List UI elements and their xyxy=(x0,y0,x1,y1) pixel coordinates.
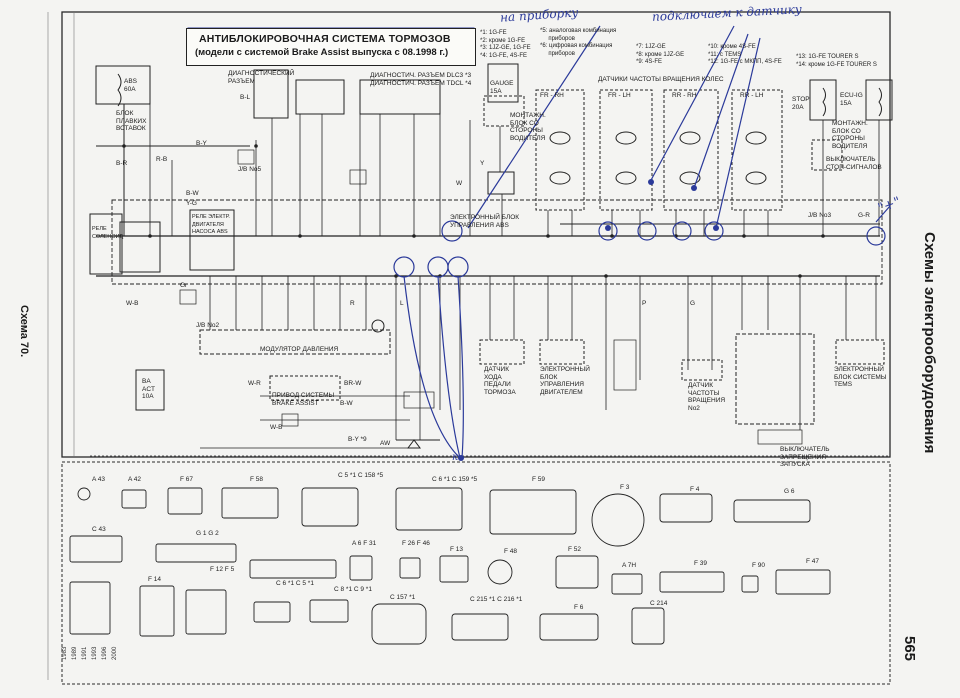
conn-code-f90: F 90 xyxy=(752,562,766,569)
tems-ecu-label: ЭЛЕКТРОННЫЙ БЛОК СИСТЕМЫ TEMS xyxy=(834,366,887,388)
conn-code-c214: C 214 xyxy=(650,600,668,607)
ground-mark-4: B-Y *9 xyxy=(348,436,367,443)
fr-rh-label: FR - RH xyxy=(540,92,564,99)
jb5-label: J/B No5 xyxy=(238,166,262,173)
wire-label-15: Y xyxy=(480,160,485,167)
margin-stamp-4: 1993 xyxy=(92,646,98,660)
footnote-col-3: *7: 1JZ-GE *8: кроме 1JZ-GE *9: 4S-FE xyxy=(636,44,685,65)
wire-label-5: R-B xyxy=(156,156,168,163)
conn-code-a7h: A 7H xyxy=(622,562,637,569)
ground-mark-1: AW xyxy=(380,440,391,447)
wire-label-1: B-Y xyxy=(196,140,207,147)
stop-switch-label: ВЫКЛЮЧАТЕЛЬ СТОП-СИГНАЛОВ xyxy=(826,156,882,171)
abs-ecu-label: ЭЛЕКТРОННЫЙ БЛОК УПРАВЛЕНИЯ ABS xyxy=(450,214,520,229)
conn-code-f3: F 3 xyxy=(620,484,630,491)
margin-stamp-5: 1996 xyxy=(102,646,108,660)
ecu-ig-fuse-label: ECU-IG 15A xyxy=(840,92,863,107)
wheel-sensors-label: ДАТЧИКИ ЧАСТОТЫ ВРАЩЕНИЯ КОЛЕС xyxy=(598,76,724,83)
wire-label-2: B-W xyxy=(186,190,199,197)
conn-code-f47: F 47 xyxy=(806,558,820,565)
conn-code-f48: F 48 xyxy=(504,548,518,555)
conn-code-f67: F 67 xyxy=(180,476,194,483)
fuse-abs-label: ABS 60A xyxy=(124,78,138,93)
diag-connector-label: ДИАГНОСТИЧЕСКИЙ РАЗЪЕМ xyxy=(228,70,295,85)
rr-lh-label: RR - LH xyxy=(740,92,764,99)
stop-fuse-label: STOP 20A xyxy=(792,96,810,111)
margin-stamp-1: 1983 xyxy=(62,646,68,660)
ground-mark-3: B-W xyxy=(340,400,353,407)
pressure-modulator-label: МОДУЛЯТОР ДАВЛЕНИЯ xyxy=(260,346,339,353)
ground-mark-2: W-B xyxy=(270,424,283,431)
wire-label-4: B-R xyxy=(116,160,128,167)
start-switch-label: ВЫКЛЮЧАТЕЛЬ ЗАПРЕЩЕНИЯ ЗАПУСКА xyxy=(780,446,830,468)
conn-code-f59: F 59 xyxy=(532,476,546,483)
conn-code-c5: C 5 *1 C 158 *5 xyxy=(338,472,384,479)
diagram-title-box: АНТИБЛОКИРОВОЧНАЯ СИСТЕМА ТОРМОЗОВ (моде… xyxy=(186,28,476,66)
wire-label-6: G-R xyxy=(858,212,870,219)
conn-code-f52: F 52 xyxy=(568,546,582,553)
jb3-label: J/B No3 xyxy=(808,212,832,219)
fr-lh-label: FR - LH xyxy=(608,92,631,99)
footnote-col-4: *10: кроме 4S-FE *11: с TEMS *12: 1G-FE … xyxy=(708,44,782,65)
conn-code-f14: F 14 xyxy=(148,576,162,583)
handwritten-k: к xyxy=(452,452,458,463)
relay-motor-label: РЕЛЕ ЭЛЕКТР. ДВИГАТЕЛЯ НАСОСА ABS xyxy=(192,214,230,235)
diagram-subtitle: (модели с системой Brake Assist выпуска … xyxy=(195,47,449,58)
conn-code-f26: F 26 F 46 xyxy=(402,540,430,547)
diagram-title: АНТИБЛОКИРОВОЧНАЯ СИСТЕМА ТОРМОЗОВ xyxy=(199,33,451,45)
conn-code-c6b: C 6 *1 C 5 *1 xyxy=(276,580,314,587)
engine-ecu-label: ЭЛЕКТРОННЫЙ БЛОК УПРАВЛЕНИЯ ДВИГАТЕЛЕМ xyxy=(540,366,590,396)
margin-stamp-2: 1989 xyxy=(72,646,78,660)
conn-code-f58: F 58 xyxy=(250,476,264,483)
conn-code-f12: F 12 F 5 xyxy=(210,566,235,573)
wire-label-7: Y-G xyxy=(186,200,197,207)
brake-assist-drive-label: ПРИВОД СИСТЕМЫ BRAKE ASSIST xyxy=(272,392,335,407)
conn-code-c43: C 43 xyxy=(92,526,106,533)
conn-code-c215: C 215 *1 C 216 *1 xyxy=(470,596,523,603)
wire-label-13: R xyxy=(350,300,355,307)
conn-code-a6: A 6 F 31 xyxy=(352,540,377,547)
wire-label-12: L xyxy=(400,300,404,307)
wire-label-3: W-B xyxy=(126,300,139,307)
wire-label-9: BR-W xyxy=(344,380,362,387)
pedal-sensor-label: ДАТЧИК ХОДА ПЕДАЛИ ТОРМОЗА xyxy=(484,366,516,396)
ba-fuse-label: BA ACT 10A xyxy=(142,378,155,400)
conn-code-f39: F 39 xyxy=(694,560,708,567)
wire-label-16: G xyxy=(690,300,696,307)
mount-driver-label: МОНТАЖН. БЛОК СО СТОРОНЫ ВОДИТЕЛЯ xyxy=(510,112,546,142)
margin-stamp-6: 2000 xyxy=(112,646,118,660)
diag-tdcl-label: ДИАГНОСТИЧ. РАЗЪЕМ TDCL *4 xyxy=(370,80,472,87)
speed-sensor-label: ДАТЧИК ЧАСТОТЫ ВРАЩЕНИЯ No2 xyxy=(688,382,726,412)
footnote-col-5: *13: 1G-FE TOURER S *14: кроме 1G-FE TOU… xyxy=(796,54,877,68)
relay-block-label: РЕЛЕ СОЛЕНОИД xyxy=(92,226,124,240)
conn-code-a42: A 42 xyxy=(128,476,142,483)
rr-rh-label: RR - RH xyxy=(672,92,697,99)
conn-code-g1: G 1 G 2 xyxy=(196,530,219,537)
margin-stamp-3: 1991 xyxy=(82,646,88,660)
wire-label-14: W xyxy=(456,180,463,187)
wire-label-8: W-R xyxy=(248,380,261,387)
gauge-fuse-label: GAUGE 15A xyxy=(490,80,514,95)
mount-driver-right-label: МОНТАЖН. БЛОК СО СТОРОНЫ ВОДИТЕЛЯ xyxy=(832,120,868,150)
wire-label-10: B-L xyxy=(240,94,251,101)
conn-code-f13: F 13 xyxy=(450,546,464,553)
conn-code-a43: A 43 xyxy=(92,476,106,483)
conn-code-c8: C 8 *1 C 9 *1 xyxy=(334,586,372,593)
conn-code-f6: F 6 xyxy=(574,604,584,611)
footnote-col-1: *1: 1G-FE *2: кроме 1G-FE *3: 1JZ-GE, 1G… xyxy=(480,30,531,59)
conn-code-f4: F 4 xyxy=(690,486,700,493)
conn-code-c6: C 6 *1 C 159 *5 xyxy=(432,476,478,483)
footnote-col-2: *5: аналоговая комбинация приборов *6: ц… xyxy=(540,28,617,57)
wire-label-17: P xyxy=(642,300,647,307)
diag-dlc3-label: ДИАГНОСТИЧ. РАЗЪЕМ DLC3 *3 xyxy=(370,72,472,79)
conn-code-c157: C 157 *1 xyxy=(390,594,416,601)
conn-code-g6: G 6 xyxy=(784,488,795,495)
jb2-label: J/B No2 xyxy=(196,322,220,329)
wire-label-11: Gr xyxy=(180,282,188,289)
fuse-block-label: БЛОК ПЛАВКИХ ВСТАВОК xyxy=(116,110,147,132)
